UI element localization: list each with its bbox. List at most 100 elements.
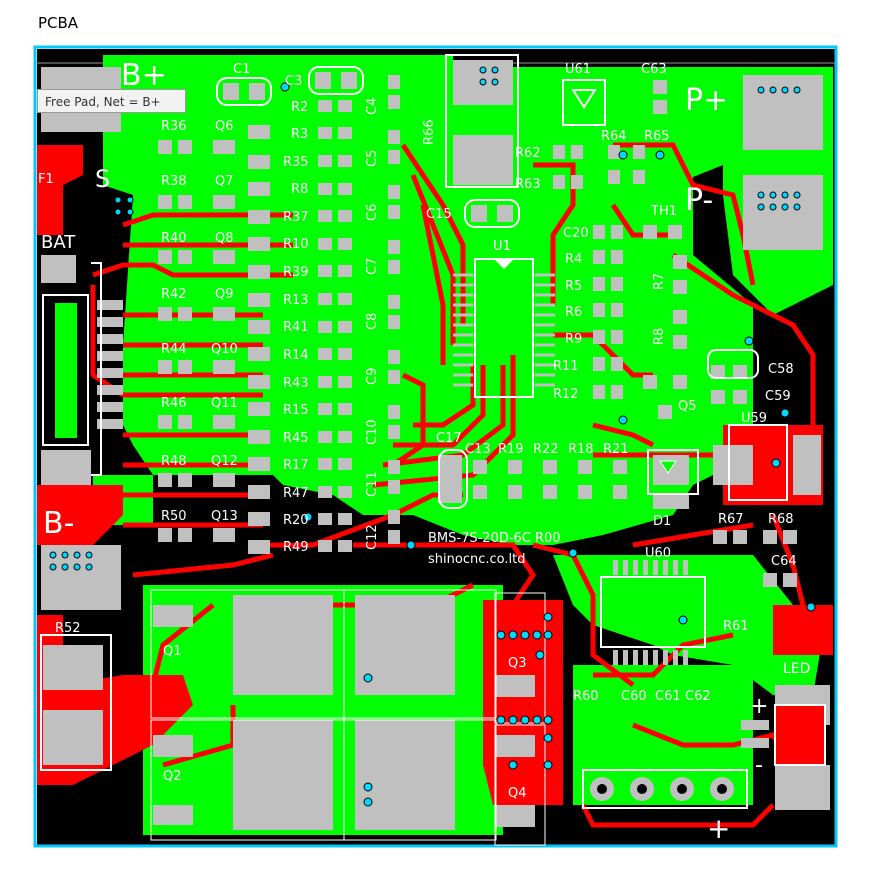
bat-connector[interactable] [42,262,123,476]
label-r20: R20 [283,513,309,528]
label-q8: Q8 [215,231,234,246]
label-c4: C4 [365,98,380,115]
label-r22: R22 [533,442,559,457]
label-r8: R8 [652,328,667,345]
silkscreen-labels: B+ B- P+ P- BAT LED + + - S BMS-7S-20D-6… [38,58,810,845]
label-r40: R40 [161,231,187,246]
label-c62: C62 [685,689,711,704]
label-u59: U59 [741,411,767,426]
pin-header[interactable] [582,769,748,809]
label-r13: R13 [283,293,309,308]
label-r14: R14 [283,348,309,363]
label-r50: R50 [161,509,187,524]
label-r21: R21 [603,442,629,457]
plus-led-label: + [750,694,768,719]
label-c61: C61 [655,689,681,704]
label-q5: Q5 [678,399,697,414]
label-r60: R60 [573,689,599,704]
label-r37: R37 [283,210,309,225]
label-r44: R44 [161,342,187,357]
label-c13: C13 [465,442,491,457]
label-d1: D1 [653,514,671,529]
label-c7: C7 [365,258,380,275]
label-q10: Q10 [211,342,238,357]
led-label: LED [783,661,810,677]
label-r49: R49 [283,540,309,555]
label-r12: R12 [553,387,579,402]
resistor-column[interactable] [318,75,400,552]
label-r48: R48 [161,454,187,469]
label-q12: Q12 [211,454,238,469]
board-name-line1: BMS-7S-20D-6C R00 [428,531,561,546]
label-r68: R68 [768,512,794,527]
label-r7: R7 [652,273,667,290]
label-r35: R35 [283,155,309,170]
label-r15: R15 [283,403,309,418]
label-r4: R4 [565,252,582,267]
label-u1: U1 [493,239,511,254]
label-r6: R6 [565,305,582,320]
label-c11: C11 [365,471,380,497]
u1-ic[interactable] [453,258,555,398]
label-r43: R43 [283,376,309,391]
label-r9: R9 [565,332,582,347]
label-r11: R11 [553,359,579,374]
label-r39: R39 [283,265,309,280]
label-r18: R18 [568,442,594,457]
label-r62: R62 [515,146,541,161]
u60-ic[interactable] [600,560,706,665]
label-r42: R42 [161,287,187,302]
label-r67: R67 [718,512,744,527]
plus-bottom-label: + [707,812,730,845]
b-plus-label: B+ [121,58,167,93]
page-title: PCBA [38,14,79,32]
label-f1: F1 [38,172,54,187]
label-c5: C5 [365,150,380,167]
label-r52: R52 [55,621,81,636]
label-q6: Q6 [215,119,234,134]
label-c12: C12 [365,524,380,550]
label-c15: C15 [426,207,452,222]
label-r63: R63 [515,177,541,192]
vias [49,66,816,807]
board-outline [33,45,838,848]
pcb-board-canvas[interactable]: B+ B- P+ P- BAT LED + + - S BMS-7S-20D-6… [33,45,839,849]
bat-label: BAT [41,232,76,253]
label-r46: R46 [161,396,187,411]
label-u61: U61 [565,62,591,77]
capacitor-outlines[interactable] [216,54,788,509]
label-c63: C63 [641,62,667,77]
label-r10: R10 [283,237,309,252]
components-mid-row[interactable] [438,455,689,509]
resistor-group-right[interactable] [553,80,797,587]
smd-components-left[interactable] [158,125,270,554]
label-c3: C3 [285,74,302,89]
label-r65: R65 [644,129,670,144]
label-q11: Q11 [211,396,238,411]
led-component[interactable] [741,704,826,766]
label-q2: Q2 [163,769,182,784]
label-u60: U60 [645,546,671,561]
label-r8b: R8 [291,182,308,197]
mosfet-outlines [40,589,546,846]
label-c20: C20 [563,226,589,241]
label-r66: R66 [422,119,437,145]
label-r5: R5 [565,279,582,294]
label-r38: R38 [161,174,187,189]
minus-led-label: - [755,753,763,778]
label-r45: R45 [283,431,309,446]
b-minus-label: B- [43,506,74,541]
label-r19: R19 [498,442,524,457]
label-c9: C9 [365,368,380,385]
label-r64: R64 [601,129,627,144]
label-c1: C1 [233,62,250,77]
label-th1: TH1 [650,204,677,219]
p-plus-label: P+ [685,83,728,118]
label-c58: C58 [768,362,794,377]
label-r61: R61 [723,619,749,634]
label-c60: C60 [621,689,647,704]
label-r3: R3 [291,127,308,142]
label-r2: R2 [291,100,308,115]
s-label: S [95,165,110,193]
label-r36: R36 [161,119,187,134]
